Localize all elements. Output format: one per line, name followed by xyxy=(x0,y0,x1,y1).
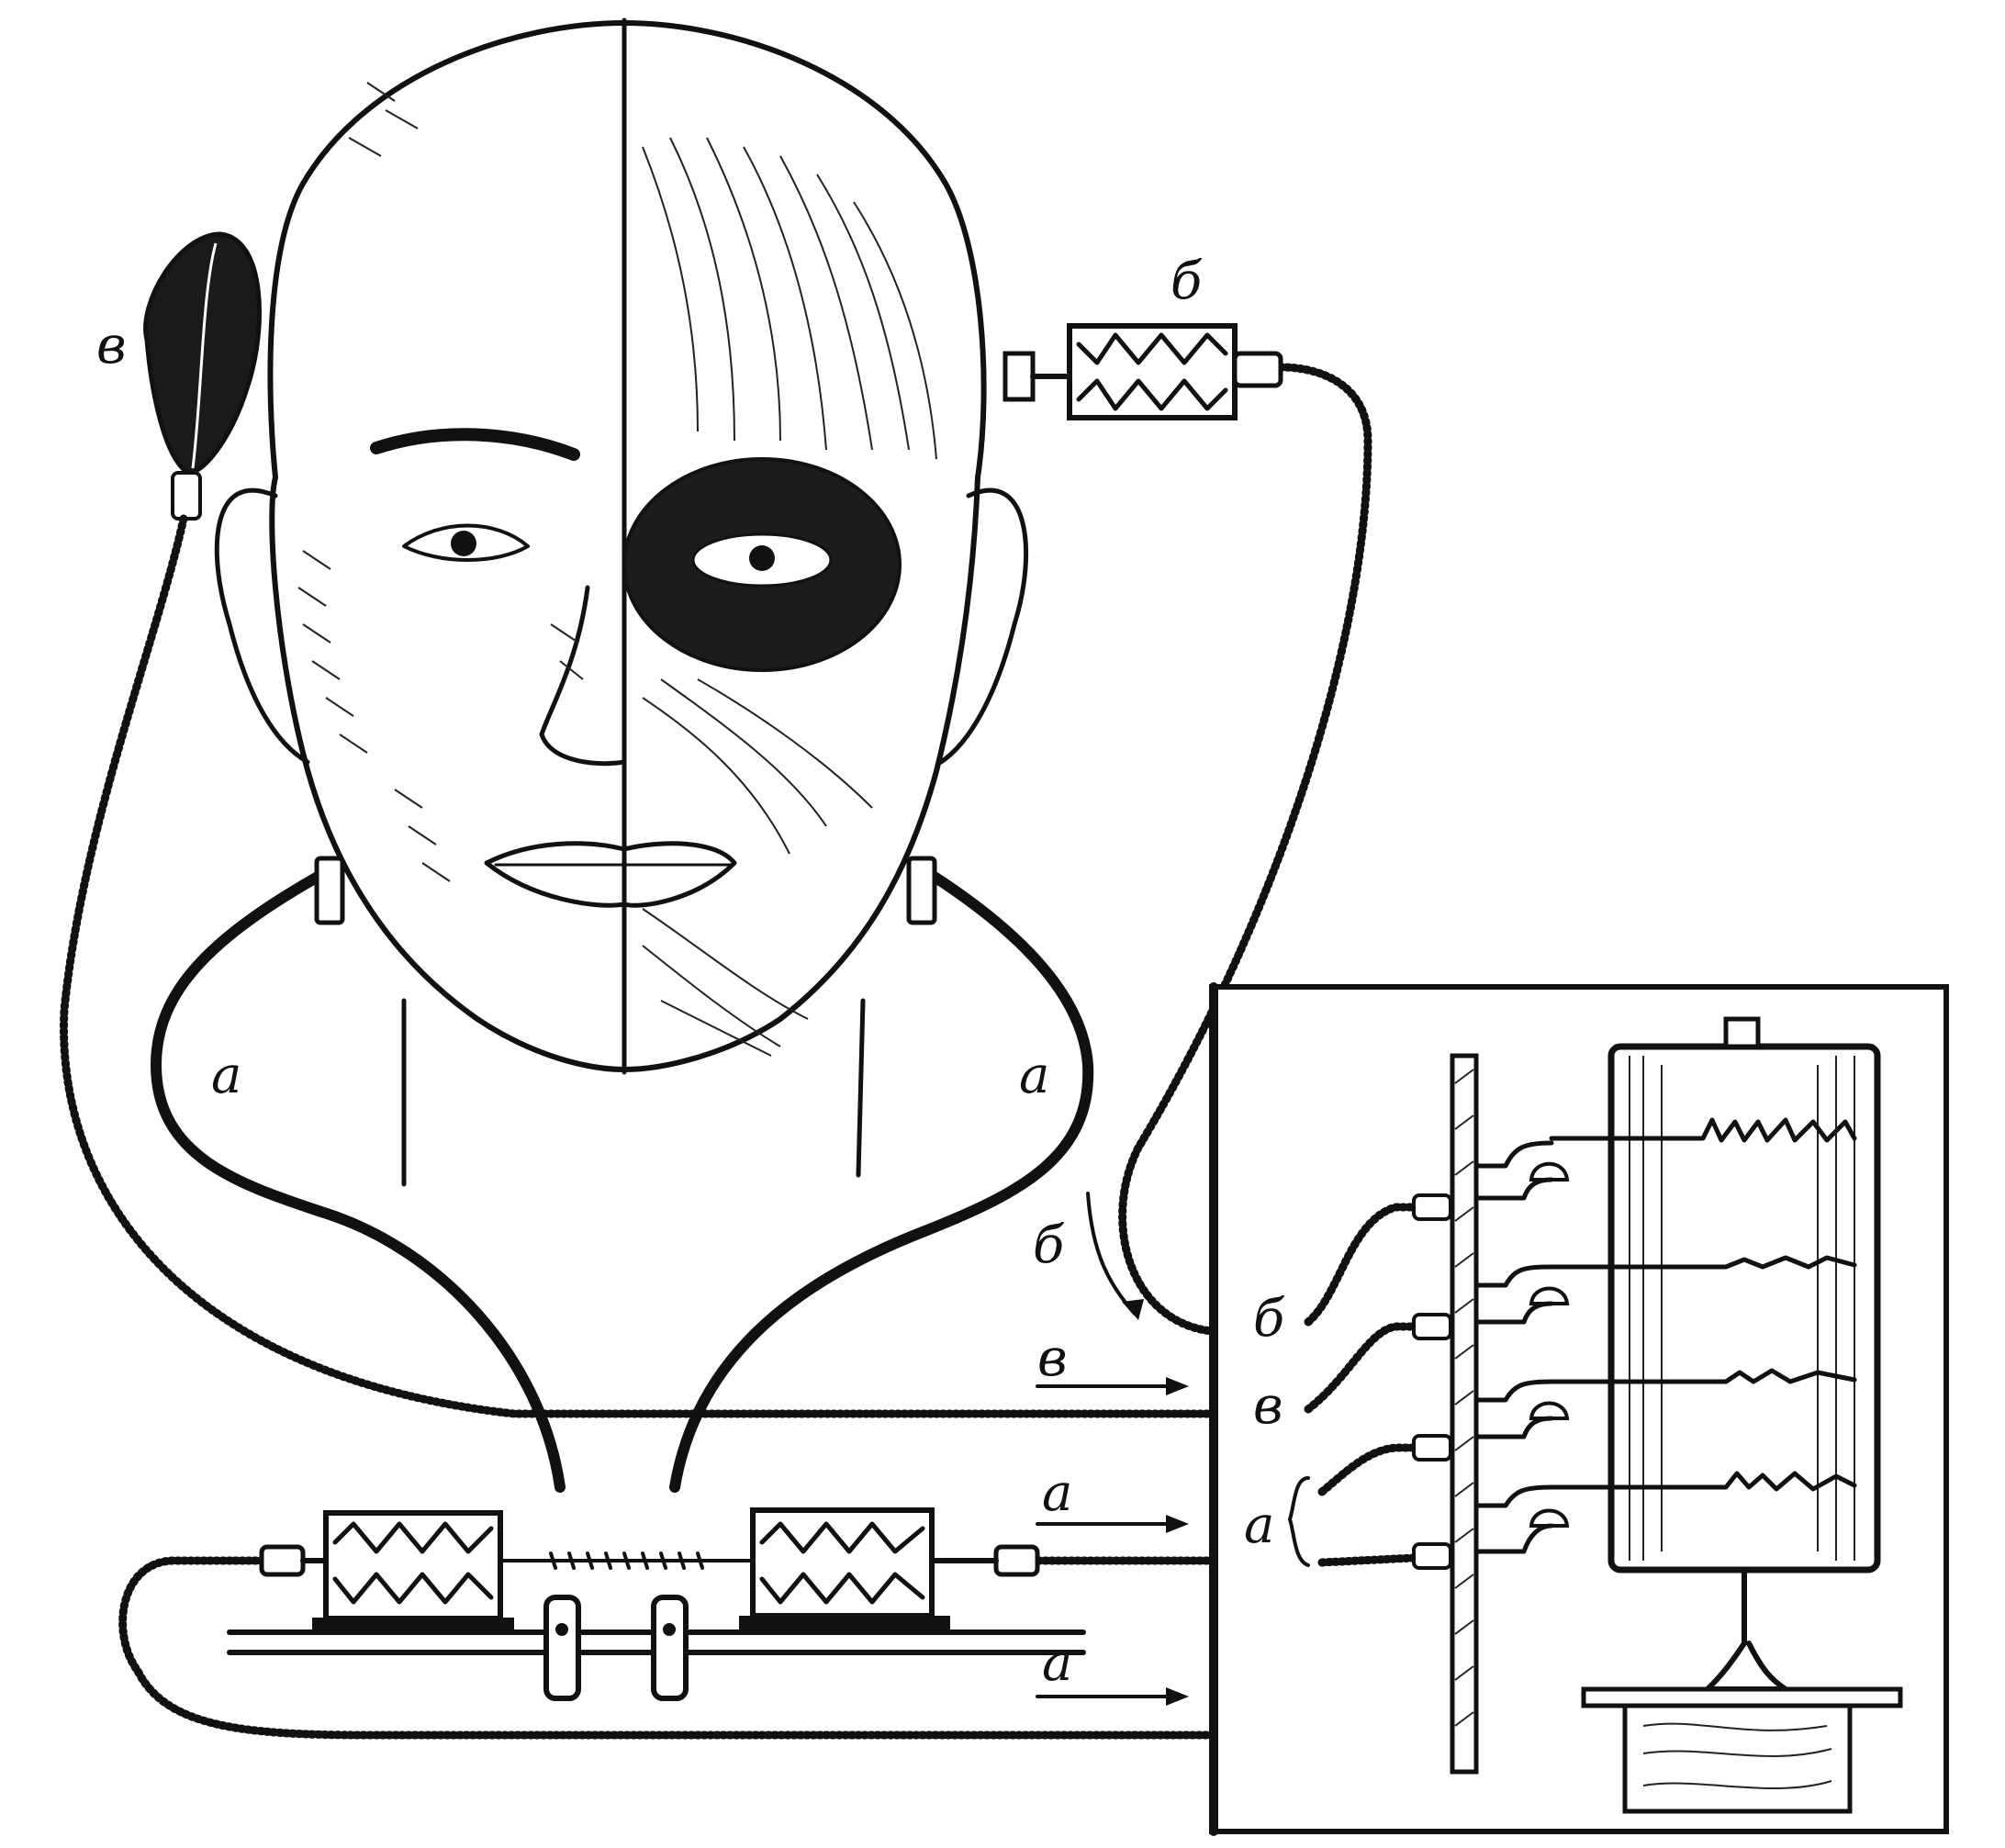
tubes xyxy=(60,363,1372,1740)
pen-cup-a1 xyxy=(1529,1401,1570,1420)
pen-stand xyxy=(1450,1053,1479,1775)
left-eye xyxy=(402,523,530,562)
capsule-a-right-spring-bottom xyxy=(759,1572,925,1605)
label-head-b: б xyxy=(1171,252,1203,311)
drum-shading xyxy=(1629,1056,1855,1561)
input-tube-b xyxy=(1304,1203,1455,1327)
muscle-striations xyxy=(642,137,937,1057)
input-tubes xyxy=(1288,1193,1455,1570)
tube-a-right-core xyxy=(672,869,1092,1490)
pen-cup-b xyxy=(1529,1161,1570,1182)
label-arrow-a-upper: а xyxy=(1042,1463,1072,1523)
capsule-a-right-spring-top xyxy=(759,1521,925,1554)
input-nozzle-b xyxy=(1412,1193,1452,1221)
capsule-a-right-nozzle xyxy=(993,1544,1040,1577)
bulb-highlight xyxy=(191,242,218,469)
brace-a xyxy=(1288,1476,1310,1567)
trace-v xyxy=(1549,1255,1857,1270)
neck-clamp-right xyxy=(906,856,937,925)
capsules-a xyxy=(227,1507,1086,1701)
tube-a-lower-loop xyxy=(118,1556,1216,1740)
pen-rod-a2 xyxy=(1475,1523,1554,1554)
label-arrow-v: в xyxy=(1037,1328,1068,1388)
head-illustration xyxy=(214,17,1029,1187)
left-ear xyxy=(214,487,310,765)
tube-a-left-core xyxy=(153,869,563,1490)
trace-b xyxy=(1549,1117,1857,1143)
arrow-v-head xyxy=(1166,1377,1189,1395)
neck-clamp-left xyxy=(314,856,345,925)
capsule-b-spring-top xyxy=(1076,332,1228,365)
left-eyebrow xyxy=(370,428,580,461)
label-kymo-a: а xyxy=(1244,1495,1274,1555)
capsule-b-spring-bottom xyxy=(1076,378,1228,411)
rail-clamp-left xyxy=(543,1595,581,1701)
capsule-b xyxy=(1002,323,1283,420)
capsule-a-left-spring-bottom xyxy=(332,1572,494,1605)
pen-cup-a2 xyxy=(1529,1508,1570,1528)
capsule-a-left-base xyxy=(312,1618,514,1632)
arrow-a-lower-head xyxy=(1166,1687,1189,1706)
capsule-a-right-base xyxy=(739,1616,950,1630)
pressure-bulb xyxy=(143,231,262,521)
label-arrow-b: б xyxy=(1033,1215,1065,1275)
pen-lever-v xyxy=(1475,1264,1554,1288)
input-nozzle-a1 xyxy=(1412,1434,1452,1462)
right-ear xyxy=(938,487,1029,765)
drum-table xyxy=(1581,1686,1903,1708)
label-kymo-b: б xyxy=(1253,1289,1285,1349)
input-nozzle-a2 xyxy=(1412,1542,1452,1570)
label-head-v: в xyxy=(96,316,127,375)
screw-bar xyxy=(498,1551,755,1570)
recording-pens xyxy=(1475,1140,1570,1554)
pen-stand-hatching xyxy=(1454,1069,1474,1727)
drum-knob xyxy=(1723,1016,1761,1049)
wood-grain xyxy=(1642,1722,1832,1789)
capsule-b-nozzle xyxy=(1232,351,1283,388)
capsule-a-left-spring-top xyxy=(332,1521,494,1554)
skin-shading xyxy=(297,82,584,882)
left-pupil xyxy=(451,531,476,556)
input-nozzle-v xyxy=(1412,1313,1452,1340)
trace-a2 xyxy=(1549,1471,1857,1492)
tube-b xyxy=(1118,363,1372,1336)
arrow-a-upper-head xyxy=(1166,1515,1189,1533)
rail-clamp-left-bolt xyxy=(555,1623,568,1636)
neck-lines xyxy=(401,998,866,1187)
label-neck-left-a: а xyxy=(211,1046,241,1105)
kymograph-drum xyxy=(1607,1043,1881,1574)
capsule-a-left-nozzle xyxy=(259,1544,306,1577)
nose xyxy=(539,585,627,767)
trace-a1 xyxy=(1549,1368,1857,1384)
arrow-b-head xyxy=(1122,1299,1144,1320)
pen-rod-b xyxy=(1475,1177,1554,1201)
right-pupil xyxy=(749,545,775,571)
label-kymo-v: в xyxy=(1253,1376,1283,1436)
label-arrow-a-lower: а xyxy=(1042,1633,1072,1693)
capsule-b-mount xyxy=(1002,351,1036,402)
tube-a-left xyxy=(151,867,566,1493)
input-tube-v xyxy=(1304,1322,1455,1414)
pen-rod-v xyxy=(1475,1301,1554,1325)
pen-lever-b xyxy=(1475,1140,1554,1169)
pen-cup-v xyxy=(1529,1286,1570,1305)
label-neck-right-a: а xyxy=(1019,1046,1049,1105)
pen-rod-a1 xyxy=(1475,1416,1554,1439)
bulb-connector xyxy=(171,471,202,521)
input-tube-a1 xyxy=(1317,1443,1455,1496)
kymograph-panel xyxy=(1209,982,1949,1836)
capsule-b-box xyxy=(1067,323,1238,420)
rail-clamp-right xyxy=(651,1595,689,1701)
rail-clamp-right-bolt xyxy=(663,1623,676,1636)
labels: в б а а б в а а б в а xyxy=(96,252,1285,1693)
arrows xyxy=(1036,1192,1189,1706)
tube-v xyxy=(60,514,1216,1418)
pen-lever-a2 xyxy=(1475,1484,1554,1508)
pen-lever-a1 xyxy=(1475,1379,1554,1403)
drum-base-block xyxy=(1622,1703,1853,1814)
lips xyxy=(484,841,737,908)
